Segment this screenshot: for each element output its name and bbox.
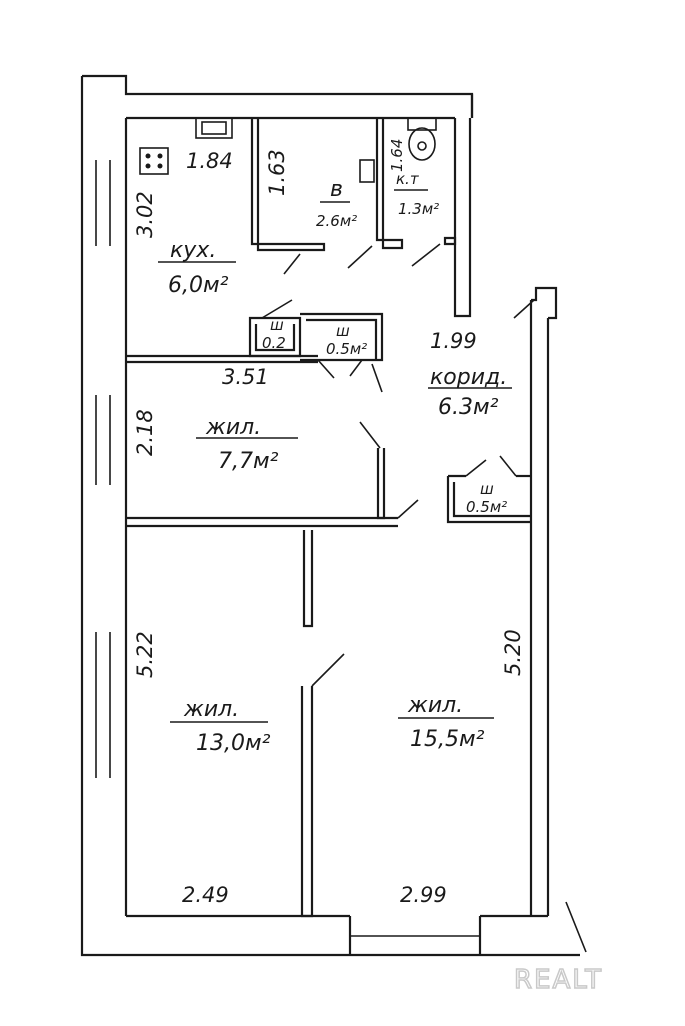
closet-mid-area: 0.5м² bbox=[326, 340, 367, 358]
living-small-name: жил. bbox=[205, 415, 261, 440]
room-label-corridor: корид. 6.3м² bbox=[428, 365, 512, 420]
living-small-area: 7,7м² bbox=[218, 449, 279, 474]
bathroom-area: 2.6м² bbox=[316, 212, 357, 230]
room-label-living-left: жил. 13,0м² bbox=[170, 697, 271, 756]
room-label-living-right: жил. 15,5м² bbox=[398, 693, 494, 752]
living-left-name: жил. bbox=[183, 697, 239, 722]
bathtub-icon bbox=[359, 159, 375, 183]
room-label-toilet: к.т 1.3м² bbox=[394, 170, 439, 218]
toilet-area: 1.3м² bbox=[398, 200, 439, 218]
room-label-closet-corridor: ш 0.5м² bbox=[466, 480, 507, 516]
dim-small-room-width: 3.51 bbox=[222, 365, 269, 389]
closet-kitchen-name: ш bbox=[270, 316, 284, 334]
room-label-bathroom: в 2.6м² bbox=[316, 177, 357, 230]
dim-right-room-width: 2.99 bbox=[400, 883, 447, 907]
dim-bath-height: 1.63 bbox=[265, 149, 289, 196]
dim-kitchen-height: 3.02 bbox=[133, 191, 157, 238]
watermark-logo: REALT bbox=[514, 965, 603, 995]
closet-corridor-name: ш bbox=[480, 480, 494, 498]
living-right-name: жил. bbox=[407, 693, 463, 718]
dim-right-room-height: 5.20 bbox=[501, 629, 525, 676]
door-swings bbox=[261, 243, 535, 687]
kitchen-name: кух. bbox=[170, 238, 216, 263]
closet-kitchen-area: 0.2 bbox=[262, 334, 286, 352]
dim-corridor-width: 1.99 bbox=[430, 329, 477, 353]
living-left-area: 13,0м² bbox=[196, 731, 271, 756]
room-label-closet-kitchen: ш 0.2 bbox=[262, 316, 286, 352]
toilet-icon bbox=[407, 117, 437, 161]
dim-left-room-width: 2.49 bbox=[182, 883, 229, 907]
dim-left-room-height: 5.22 bbox=[133, 631, 157, 678]
outer-walls bbox=[80, 74, 587, 957]
interior-walls bbox=[126, 118, 531, 918]
corridor-name: корид. bbox=[430, 365, 507, 390]
dim-small-room-height: 2.18 bbox=[133, 409, 157, 456]
toilet-name: к.т bbox=[396, 170, 420, 188]
kitchen-area: 6,0м² bbox=[168, 273, 229, 298]
sink-icon bbox=[195, 117, 233, 139]
bathroom-name: в bbox=[330, 177, 343, 202]
corridor-area: 6.3м² bbox=[438, 395, 499, 420]
dim-kitchen-width: 1.84 bbox=[186, 149, 233, 173]
dim-toilet-height: 1.64 bbox=[388, 139, 406, 172]
living-right-area: 15,5м² bbox=[410, 727, 485, 752]
room-label-closet-mid: ш 0.5м² bbox=[326, 322, 367, 358]
closet-corridor-area: 0.5м² bbox=[466, 498, 507, 516]
windows-left bbox=[95, 160, 111, 778]
room-label-kitchen: кух. 6,0м² bbox=[158, 238, 236, 298]
stove-icon bbox=[139, 147, 169, 175]
dimension-labels: 1.84 3.02 1.63 1.64 1.99 3.51 2.18 5.22 … bbox=[133, 139, 525, 907]
closet-mid-name: ш bbox=[336, 322, 350, 340]
room-label-living-small: жил. 7,7м² bbox=[196, 415, 298, 474]
